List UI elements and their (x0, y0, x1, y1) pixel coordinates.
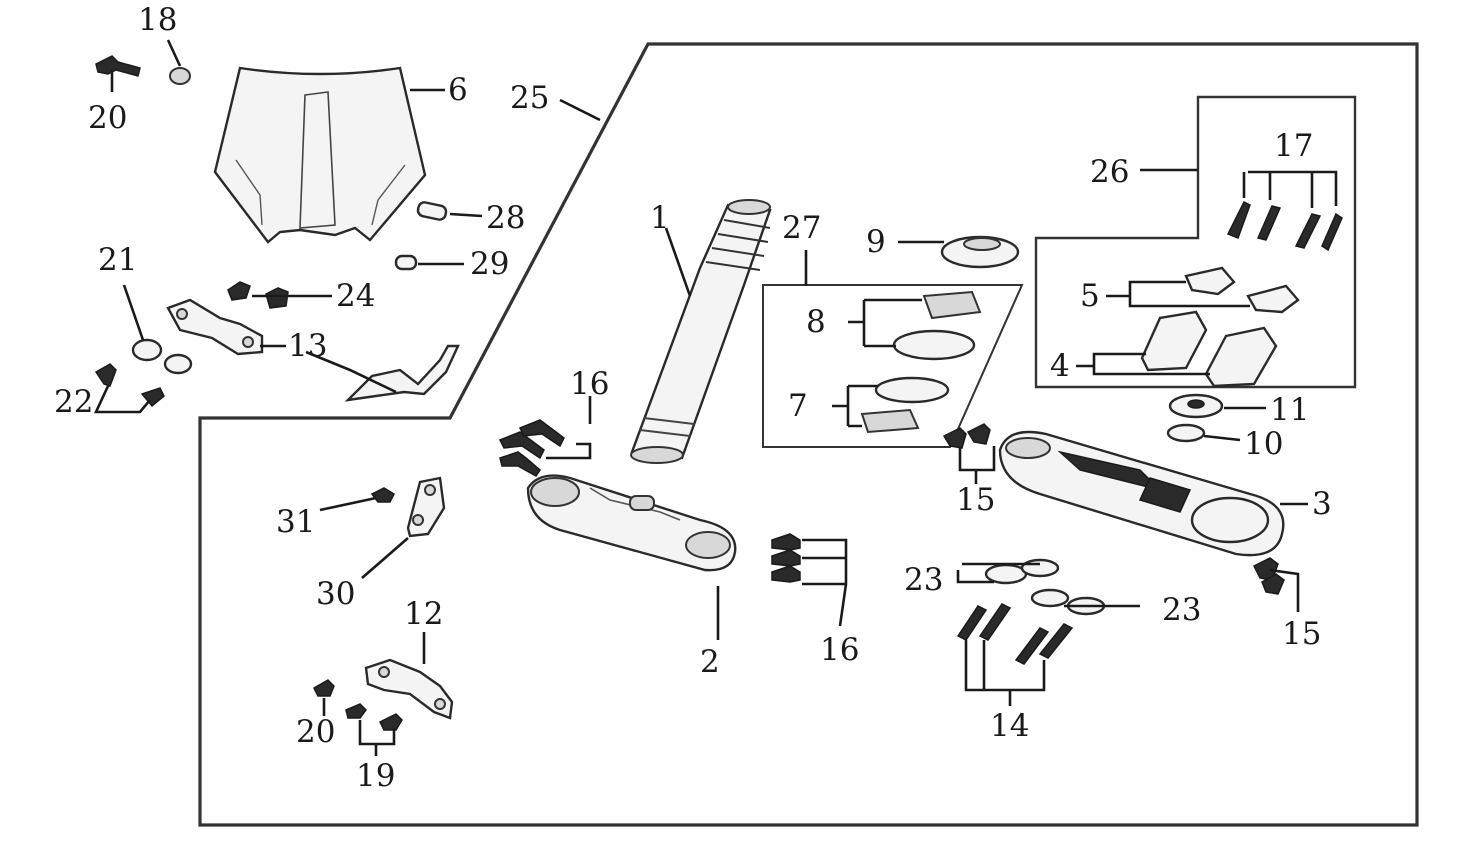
grommet-24-part (227, 281, 289, 309)
label-13: 13 (288, 328, 327, 364)
label-12: 12 (404, 596, 443, 632)
bearing-8-part (892, 290, 982, 361)
label-20-bottom: 20 (296, 714, 335, 750)
bearing-7-part (860, 376, 950, 434)
label-22: 22 (54, 384, 93, 420)
assembly-26-frame (1034, 95, 1357, 389)
bolt-20-bottom-part (313, 679, 335, 697)
headlight-mask-part (213, 66, 427, 244)
label-16-upper: 16 (570, 366, 609, 402)
label-9: 9 (866, 224, 886, 260)
label-23-left: 23 (904, 562, 943, 598)
label-21: 21 (98, 242, 137, 278)
bolt-16-lower-part (771, 533, 801, 583)
label-26: 26 (1090, 154, 1129, 190)
washer-10-part (1166, 423, 1206, 443)
assembly-27-frame (762, 284, 1024, 448)
label-15-left: 15 (956, 482, 995, 518)
bolt-17-part (1226, 200, 1343, 252)
cable-guide-part (344, 344, 460, 402)
bracket-30-part (406, 476, 446, 538)
assembly-25-frame (198, 42, 1419, 827)
bolt-16-upper-part (498, 419, 565, 477)
upper-triple-clamp-part (998, 430, 1285, 557)
label-14: 14 (990, 708, 1029, 744)
label-30: 30 (316, 576, 355, 612)
bolt-20-top-part (95, 55, 141, 77)
label-27: 27 (782, 210, 821, 246)
label-19: 19 (356, 758, 395, 794)
label-1: 1 (650, 200, 670, 236)
callout-labels: 18 20 6 25 28 29 21 24 13 22 1 27 9 8 7 … (54, 2, 1332, 794)
label-28: 28 (486, 200, 525, 236)
steering-stem-part (630, 199, 772, 464)
label-3: 3 (1312, 486, 1332, 522)
label-11: 11 (1270, 392, 1309, 428)
leader-lines (93, 39, 1338, 756)
lower-triple-clamp-part (526, 474, 737, 572)
label-16-lower: 16 (820, 632, 859, 668)
label-4: 4 (1050, 348, 1070, 384)
label-31: 31 (276, 504, 315, 540)
label-10: 10 (1244, 426, 1283, 462)
cap-28-part (416, 201, 448, 221)
bolt-14-part (956, 603, 1074, 665)
bolt-31-part (370, 487, 395, 503)
bolt-19b-part (378, 713, 403, 731)
washer-21b-part (163, 353, 193, 375)
label-5: 5 (1080, 278, 1100, 314)
bracket-12-part (364, 658, 454, 720)
cap-29-part (394, 254, 418, 271)
bolt-15b-part (1252, 557, 1285, 595)
label-29: 29 (470, 246, 509, 282)
stem-nut-9-part (940, 235, 1020, 269)
label-8: 8 (806, 304, 826, 340)
label-25: 25 (510, 80, 549, 116)
screw-22a-part (94, 363, 117, 387)
label-24: 24 (336, 278, 375, 314)
bolt-15a-part (942, 423, 991, 449)
washer-21a-part (131, 338, 163, 362)
handlebar-holder-4-part (1140, 310, 1278, 388)
label-6: 6 (448, 72, 468, 108)
bolt-19a-part (345, 703, 367, 719)
screw-22b-part (140, 387, 165, 408)
label-2: 2 (700, 644, 720, 680)
label-20-top: 20 (88, 100, 127, 136)
label-15-right: 15 (1282, 616, 1321, 652)
bracket-13-part (166, 298, 264, 356)
label-23-right: 23 (1162, 592, 1201, 628)
label-17: 17 (1274, 128, 1313, 164)
clamp-cap-5-part (1184, 266, 1300, 314)
label-18: 18 (138, 2, 177, 38)
nut-18-part (169, 67, 191, 85)
washer-11-part (1168, 393, 1224, 419)
label-7: 7 (788, 388, 808, 424)
